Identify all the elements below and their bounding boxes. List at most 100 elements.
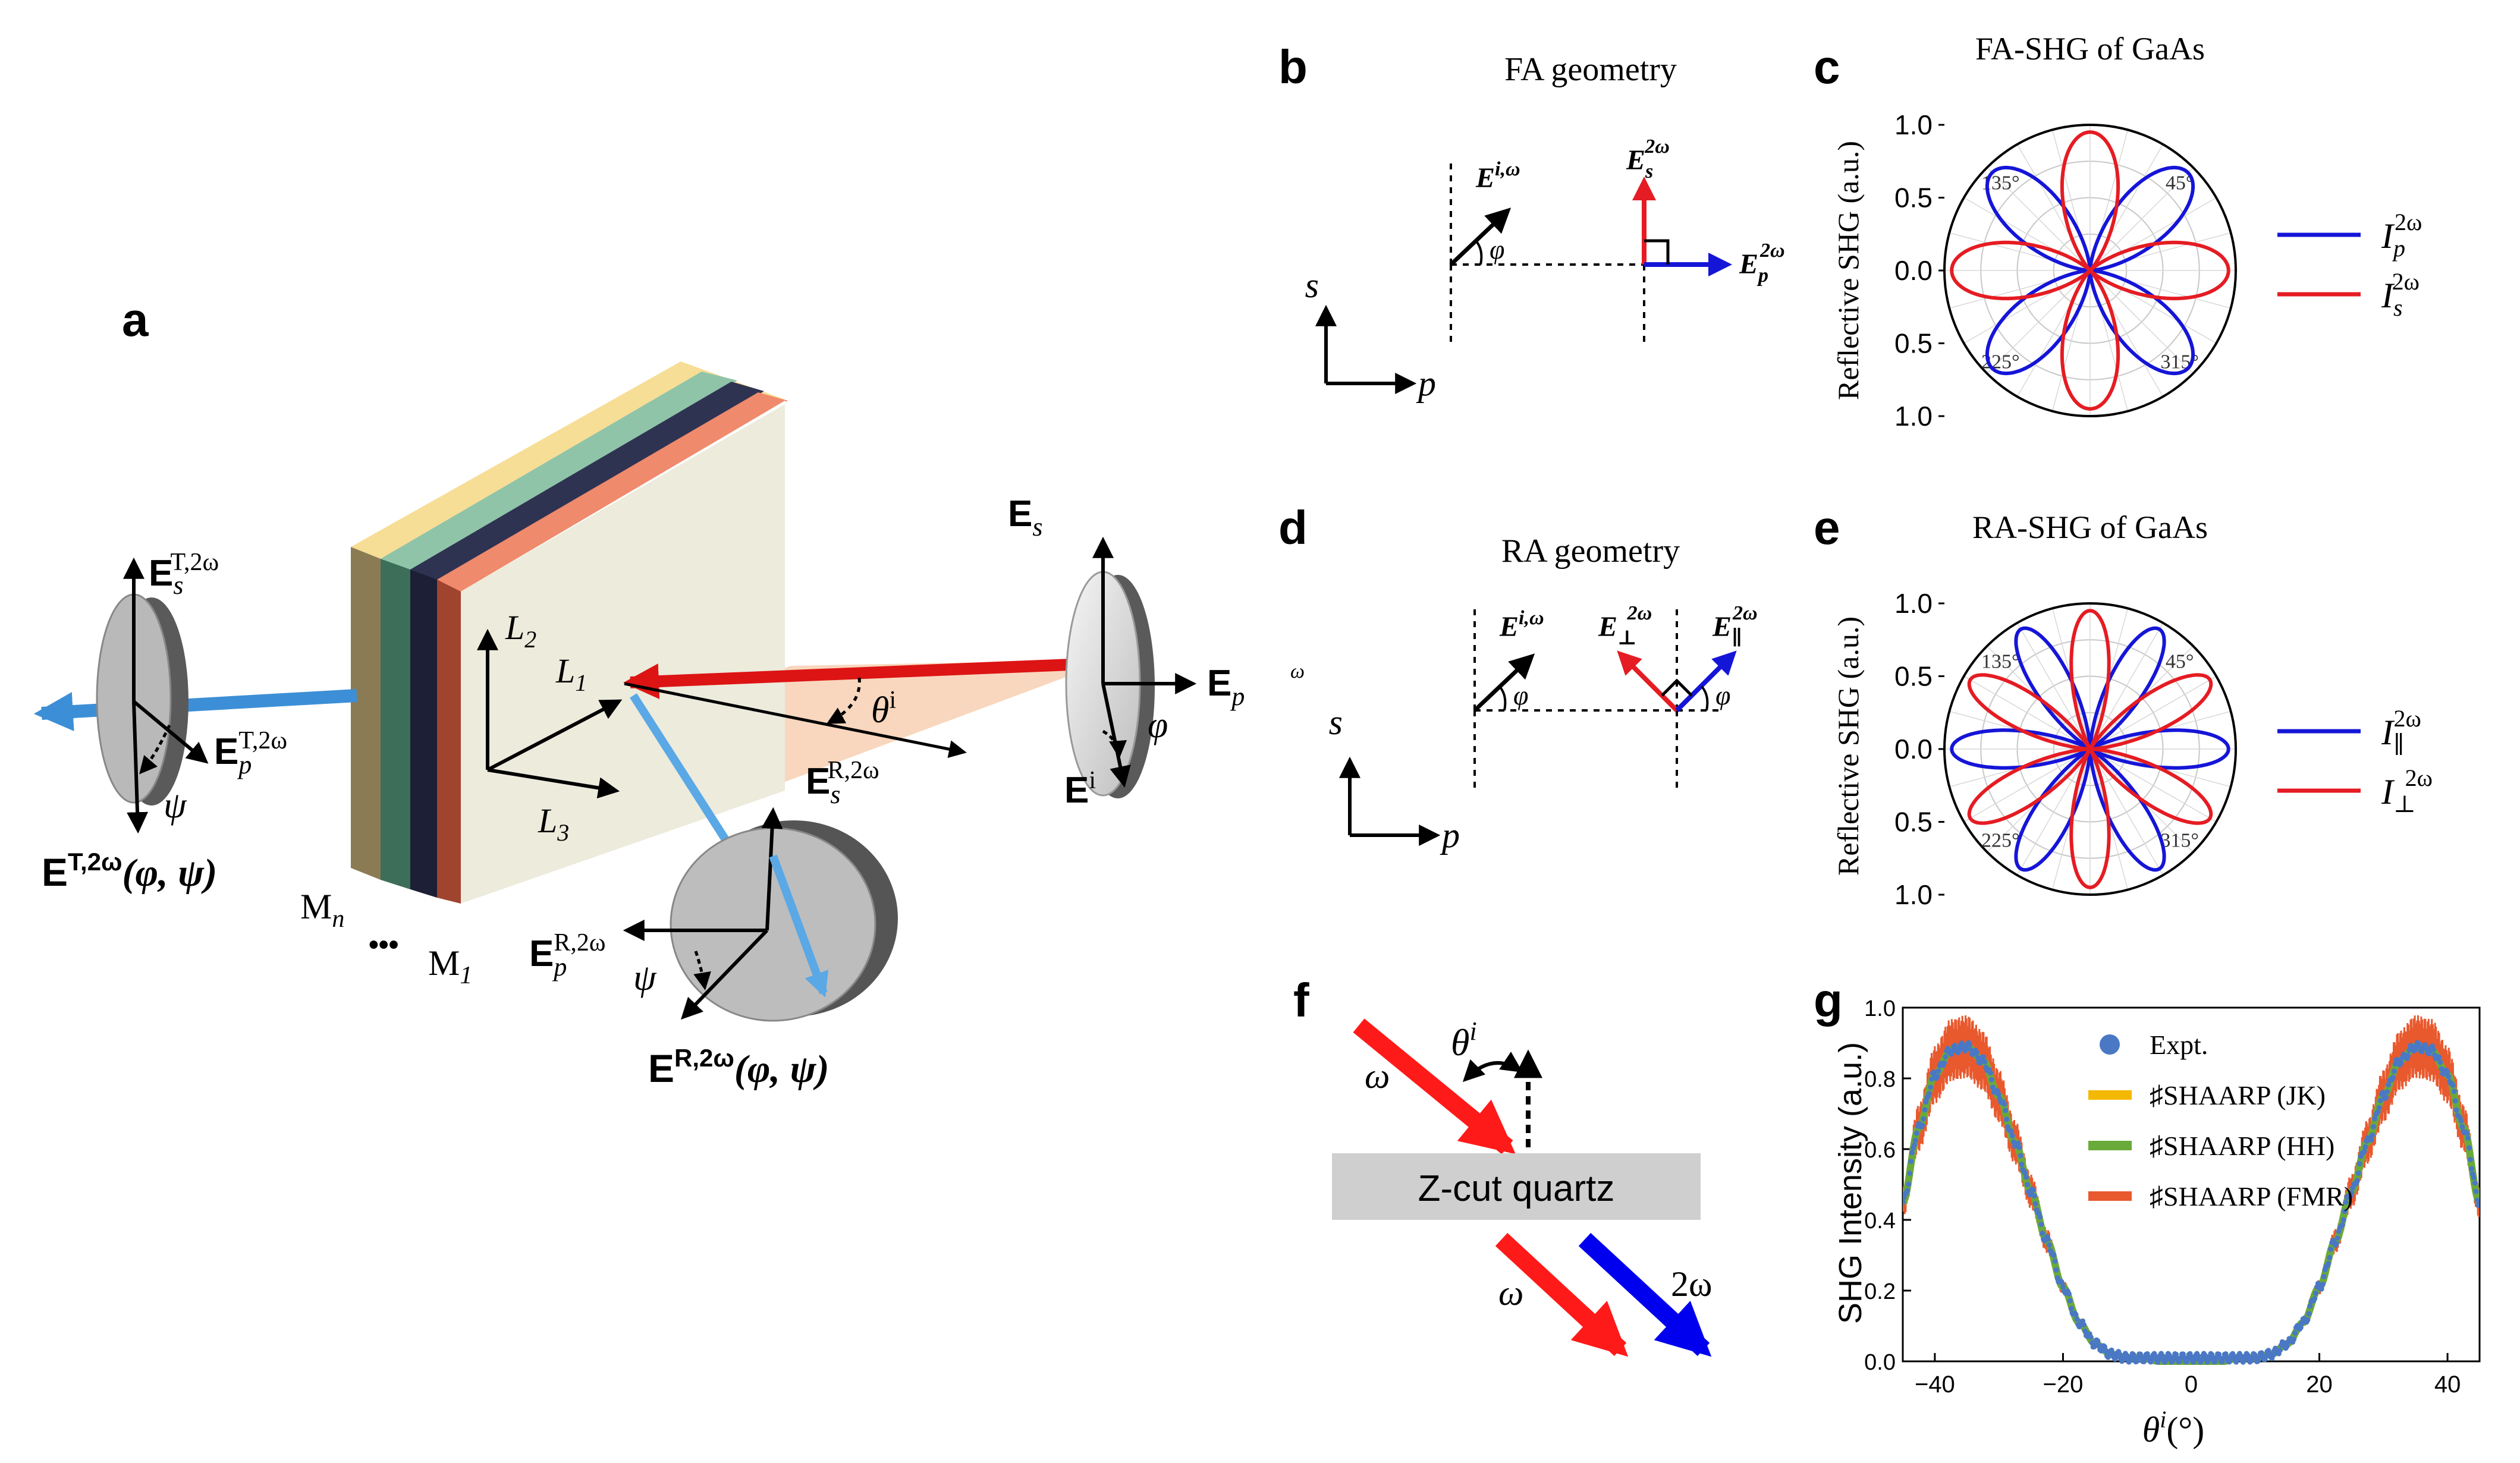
f-theta-arc (1462, 1052, 1523, 1083)
g-expt-point (2068, 1305, 2074, 1311)
g-expt-point (2153, 1354, 2158, 1359)
g-expt-point (2327, 1255, 2333, 1260)
polar-series-red (1950, 130, 2230, 411)
g-expt-point (2067, 1298, 2073, 1304)
g-ytick-label: 1.0 (1864, 996, 1896, 1021)
b-Ei-arrow (1449, 207, 1512, 266)
g-expt-point (2376, 1105, 2382, 1110)
polar-grid-spoke (2089, 622, 2164, 750)
panel-letter-e: e (1814, 501, 1840, 554)
g-expt-point (2019, 1162, 2025, 1168)
label-L2: L2 (505, 608, 536, 653)
g-expt-point (2312, 1296, 2318, 1302)
g-expt-point (2318, 1286, 2324, 1292)
polar-series-red (1967, 609, 2213, 889)
polar-radial-tick: 0.5 (1894, 661, 1933, 692)
g-ytick-label: 0.6 (1864, 1138, 1896, 1163)
g-expt-point (2466, 1145, 2472, 1151)
g-ytick-label: 0.0 (1864, 1350, 1896, 1375)
d-Eperp-arrow (1617, 650, 1679, 712)
sample-top-layer-2 (381, 372, 737, 572)
e-ylabel: Reflective SHG (a.u.) (1831, 616, 1865, 876)
polar-grid-spoke (2089, 748, 2164, 876)
g-expt-point (2458, 1118, 2464, 1124)
g-expt-point (2284, 1344, 2290, 1349)
polar-grid-spoke (2089, 748, 2217, 823)
g-expt-point (2339, 1222, 2345, 1228)
d-right-angle-mark (1661, 678, 1693, 697)
polar-grid-spoke (1987, 270, 2091, 374)
g-expt-point (2450, 1083, 2456, 1088)
sample-side-layer-4 (437, 580, 461, 904)
g-legend-label-1: ♯SHAARP (JK) (2150, 1080, 2326, 1110)
sample-top-layer-3 (410, 382, 764, 581)
polar-angle-tick: 135° (1981, 650, 2020, 672)
reflection-analyzer (623, 807, 898, 1022)
label-ET: ET,2ω(φ, ψ) (42, 848, 217, 895)
g-expt-point (1934, 1074, 1940, 1080)
e-legend-label-1: I⊥2ω (2381, 764, 2433, 817)
b-right-angle-mark (1644, 239, 1670, 265)
b-label-phi: φ (1490, 234, 1504, 265)
panel-letter-b: b (1278, 40, 1308, 93)
g-xtick-label: 0 (2185, 1371, 2198, 1398)
g-plot-area (1903, 1015, 2480, 1365)
g-expt-point (2095, 1338, 2101, 1344)
g-expt-point (2025, 1182, 2030, 1188)
g-expt-point (2471, 1175, 2477, 1181)
polar-radial-tick: 1.0 (1894, 109, 1933, 140)
panel-e: e RA-SHG of GaAs Reflective SHG (a.u.) 4… (1814, 501, 2433, 910)
panel-c: c FA-SHG of GaAs Reflective SHG (a.u.) 4… (1814, 31, 2422, 432)
polar-grid-spoke (2089, 270, 2194, 374)
label-s-d: s (1329, 703, 1343, 742)
g-expt-point (1908, 1159, 1914, 1165)
g-xtick-label: 20 (2306, 1371, 2333, 1398)
g-expt-point (2032, 1201, 2038, 1207)
g-ytick-label: 0.4 (1864, 1209, 1896, 1234)
incident-polarizer (1065, 536, 1197, 798)
panel-a: a L2 L1 L3 θi (33, 293, 1245, 1091)
g-expt-point (2160, 1352, 2165, 1358)
g-expt-point (2452, 1098, 2458, 1104)
f-transmitted-omega (1495, 1232, 1629, 1357)
label-p-d: p (1440, 816, 1460, 855)
d-label-Epar: E∥2ω (1712, 602, 1758, 649)
axis-L1 (486, 699, 623, 772)
g-expt-point (2023, 1174, 2029, 1180)
label-M1: M1 (428, 943, 472, 989)
g-expt-point (2238, 1353, 2244, 1358)
d-Ei-arrow (1473, 653, 1535, 712)
polar-radial-tick: 1.0 (1894, 879, 1933, 910)
label-layer-dots: ••• (369, 929, 398, 961)
g-expt-point (1988, 1077, 1994, 1083)
b-label-Ei: Ei,ω (1475, 158, 1520, 194)
panel-letter-g: g (1814, 974, 1843, 1027)
g-expt-point (2474, 1197, 2480, 1203)
g-expt-point (1929, 1076, 1934, 1082)
reflected-beam-through-analyzer (769, 854, 829, 998)
g-expt-point (1911, 1142, 1917, 1148)
g-expt-point (2046, 1242, 2052, 1248)
sample-side-layer-2 (381, 559, 410, 889)
f-incident-beam (1353, 1018, 1516, 1154)
polar-radial-tick: 0.0 (1894, 255, 1933, 286)
g-expt-point (2405, 1053, 2411, 1059)
d-label-Eperp: E⊥2ω (1598, 602, 1652, 649)
label-Es: Es (1008, 493, 1042, 542)
g-expt-point (2001, 1101, 2007, 1107)
panel-letter-c: c (1814, 40, 1840, 93)
g-expt-point (2444, 1069, 2450, 1075)
c-legend-label-1: Is2ω (2381, 268, 2420, 321)
g-expt-point (2306, 1311, 2312, 1317)
title-b: FA geometry (1504, 51, 1677, 88)
g-expt-point (2328, 1247, 2334, 1252)
label-Ei: Ei (1064, 767, 1096, 811)
b-phi-arc (1475, 240, 1483, 265)
sample-stack (351, 361, 788, 904)
c-legend-label-0: Ip2ω (2381, 209, 2422, 262)
g-expt-point (1956, 1047, 1962, 1053)
g-expt-point (2313, 1291, 2318, 1296)
g-expt-point (2202, 1352, 2208, 1358)
g-expt-point (2298, 1324, 2304, 1330)
g-expt-point (2045, 1236, 2051, 1242)
